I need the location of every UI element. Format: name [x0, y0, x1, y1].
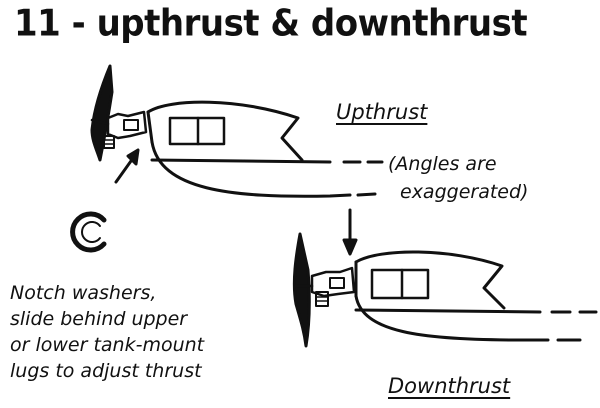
upthrust-engine-icon — [90, 64, 148, 162]
washers-note-line: Notch washers, — [10, 282, 157, 304]
upthrust-label: Upthrust — [336, 100, 428, 124]
downthrust-fuselage — [354, 250, 598, 342]
angles-note-line: (Angles are — [388, 153, 497, 175]
downthrust-engine-icon — [292, 232, 356, 348]
upthrust-fuselage — [146, 100, 384, 198]
page-title: 11 - upthrust & downthrust — [14, 2, 528, 46]
washers-note-line: or lower tank-mount — [10, 334, 205, 356]
washers-note-line: slide behind upper — [10, 308, 188, 330]
arrow-icon — [114, 148, 140, 184]
washers-note: Notch washers, slide behind upper or low… — [10, 280, 204, 384]
angles-note-line: exaggerated) — [400, 181, 529, 203]
angles-note: (Angles are exaggerated) — [388, 150, 528, 206]
arrow-icon — [342, 208, 358, 256]
notch-washer-icon — [70, 211, 107, 253]
washers-note-line: lugs to adjust thrust — [10, 360, 202, 382]
downthrust-label: Downthrust — [388, 374, 511, 398]
